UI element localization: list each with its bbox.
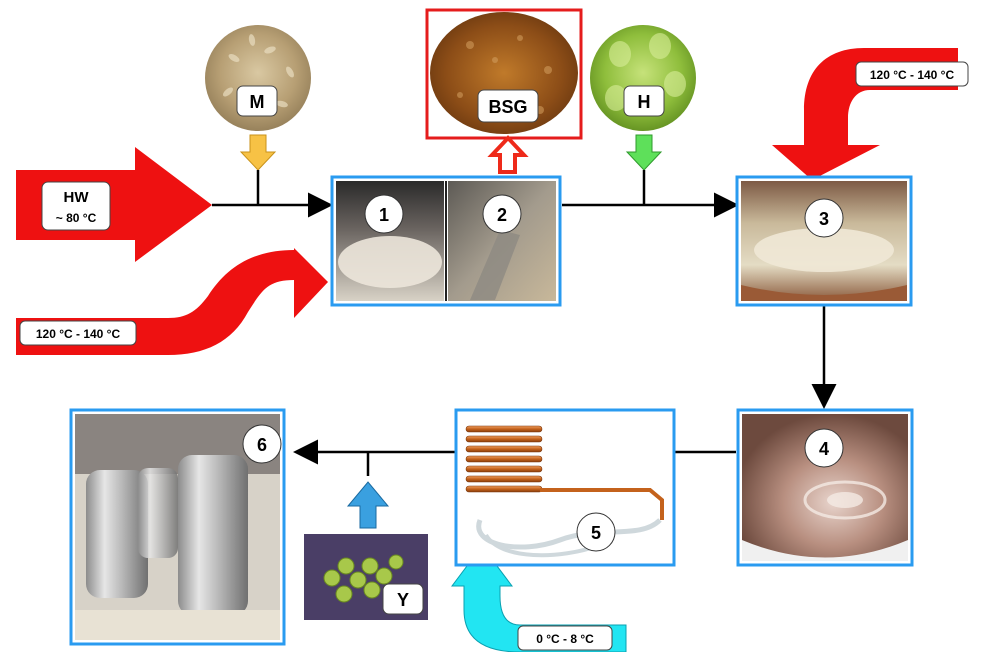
- step-circle-4: 4: [804, 428, 844, 468]
- svg-text:120 °C - 140 °C: 120 °C - 140 °C: [870, 68, 955, 82]
- svg-text:2: 2: [497, 205, 507, 225]
- mash-lauter-panel: [330, 175, 562, 307]
- step-circle-1: 1: [364, 194, 404, 234]
- step-circle-5: 5: [576, 512, 616, 552]
- malt-label: M: [236, 85, 278, 117]
- svg-text:H: H: [638, 92, 651, 112]
- svg-text:HW: HW: [64, 189, 90, 206]
- hot-water-arrow: [16, 147, 212, 262]
- svg-text:3: 3: [819, 209, 829, 229]
- boil-kettle-panel: [735, 175, 913, 307]
- svg-text:4: 4: [819, 439, 829, 459]
- mash-heat-label: 120 °C - 140 °C: [19, 320, 137, 346]
- svg-text:M: M: [250, 92, 265, 112]
- hops-image: [590, 25, 696, 131]
- svg-text:6: 6: [257, 435, 267, 455]
- svg-text:5: 5: [591, 523, 601, 543]
- yeast-image: [304, 534, 428, 620]
- cooling-label: 0 °C - 8 °C: [517, 625, 613, 651]
- svg-text:~ 80 °C: ~ 80 °C: [56, 211, 97, 225]
- boil-heat-label: 120 °C - 140 °C: [855, 61, 969, 87]
- yeast-label: Y: [382, 583, 424, 615]
- hops-label: H: [623, 85, 665, 117]
- bsg-label: BSG: [477, 89, 539, 123]
- svg-text:Y: Y: [397, 590, 409, 610]
- malt-image: [205, 25, 311, 131]
- hot-water-label: HW ~ 80 °C: [41, 181, 111, 231]
- svg-text:1: 1: [379, 205, 389, 225]
- svg-text:BSG: BSG: [488, 97, 527, 117]
- step-circle-2: 2: [482, 194, 522, 234]
- svg-text:0 °C - 8 °C: 0 °C - 8 °C: [536, 632, 594, 646]
- svg-text:120 °C - 140 °C: 120 °C - 140 °C: [36, 327, 121, 341]
- bsg-arrow: [487, 135, 529, 174]
- step-circle-6: 6: [242, 424, 282, 464]
- fermentation-tanks-panel: [69, 408, 286, 646]
- hops-arrow: [625, 134, 663, 171]
- yeast-arrow: [346, 481, 390, 529]
- step-circle-3: 3: [804, 198, 844, 238]
- malt-arrow: [239, 134, 277, 171]
- cooling-coil-panel: [454, 408, 676, 567]
